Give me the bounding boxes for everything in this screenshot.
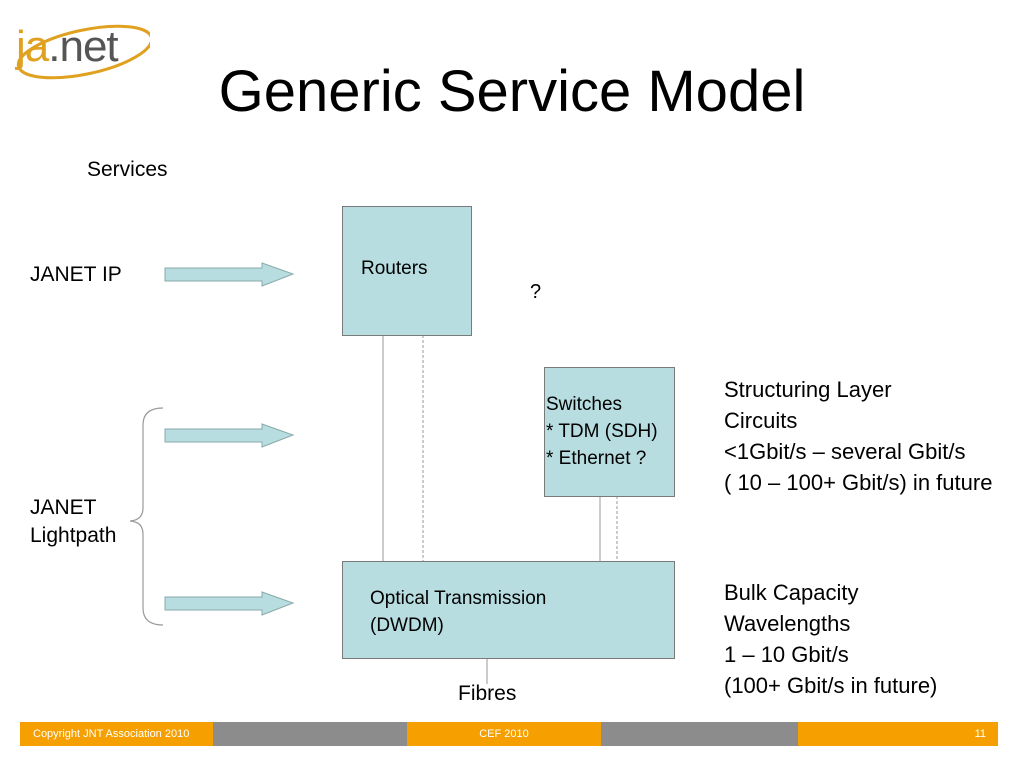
switches-label: Switches [546,394,623,415]
footer-spacer-2 [601,722,798,746]
lightpath-lower-arrow-icon [164,591,295,616]
switches-tdm-item: * TDM (SDH) [546,421,658,442]
routers-box: Routers [342,206,472,336]
structuring-line-4: ( 10 – 100+ Gbit/s) in future [724,470,993,495]
footer-event: CEF 2010 [407,722,601,746]
bulk-line-3: 1 – 10 Gbit/s [724,642,849,667]
janet-ip-label: JANET IP [30,263,122,286]
switches-ethernet-item: * Ethernet ? [546,448,647,469]
logo-part-ja: ja [16,22,49,71]
janet-ip-arrow-icon [164,262,295,287]
optical-label-line1: Optical Transmission [370,588,547,609]
janet-logo: ja.net [10,12,150,87]
routers-label: Routers [361,258,428,279]
structuring-line-2: Circuits [724,408,798,433]
services-label: Services [87,158,168,181]
optical-label-line2: (DWDM) [370,615,444,636]
janet-lightpath-label-line2: Lightpath [30,524,117,547]
logo-part-net: .net [48,22,118,71]
footer-page-number: 11 [798,722,998,746]
switches-box: Switches * TDM (SDH) * Ethernet ? [544,367,675,497]
logo-swoosh-icon [16,24,150,80]
bulk-line-2: Wavelengths [724,611,851,636]
structuring-line-1: Structuring Layer [724,377,892,402]
lightpath-brace-icon [129,407,164,626]
logo-text: ja.net [16,22,119,72]
footer-bar: Copyright JNT Association 2010 CEF 2010 … [20,722,998,746]
footer-copyright: Copyright JNT Association 2010 [20,722,213,746]
fibres-label: Fibres [458,682,517,705]
bulk-capacity-description: Bulk Capacity Wavelengths 1 – 10 Gbit/s … [724,577,1024,701]
structuring-layer-description: Structuring Layer Circuits <1Gbit/s – se… [724,374,1024,498]
janet-lightpath-label-line1: JANET [30,496,97,519]
bulk-line-1: Bulk Capacity [724,580,859,605]
question-mark: ? [530,281,542,303]
optical-transmission-box: Optical Transmission (DWDM) [342,561,675,659]
slide-title: Generic Service Model [218,59,806,124]
lightpath-upper-arrow-icon [164,423,295,448]
footer-spacer-1 [213,722,407,746]
bulk-line-4: (100+ Gbit/s in future) [724,673,938,698]
structuring-line-3: <1Gbit/s – several Gbit/s [724,439,966,464]
